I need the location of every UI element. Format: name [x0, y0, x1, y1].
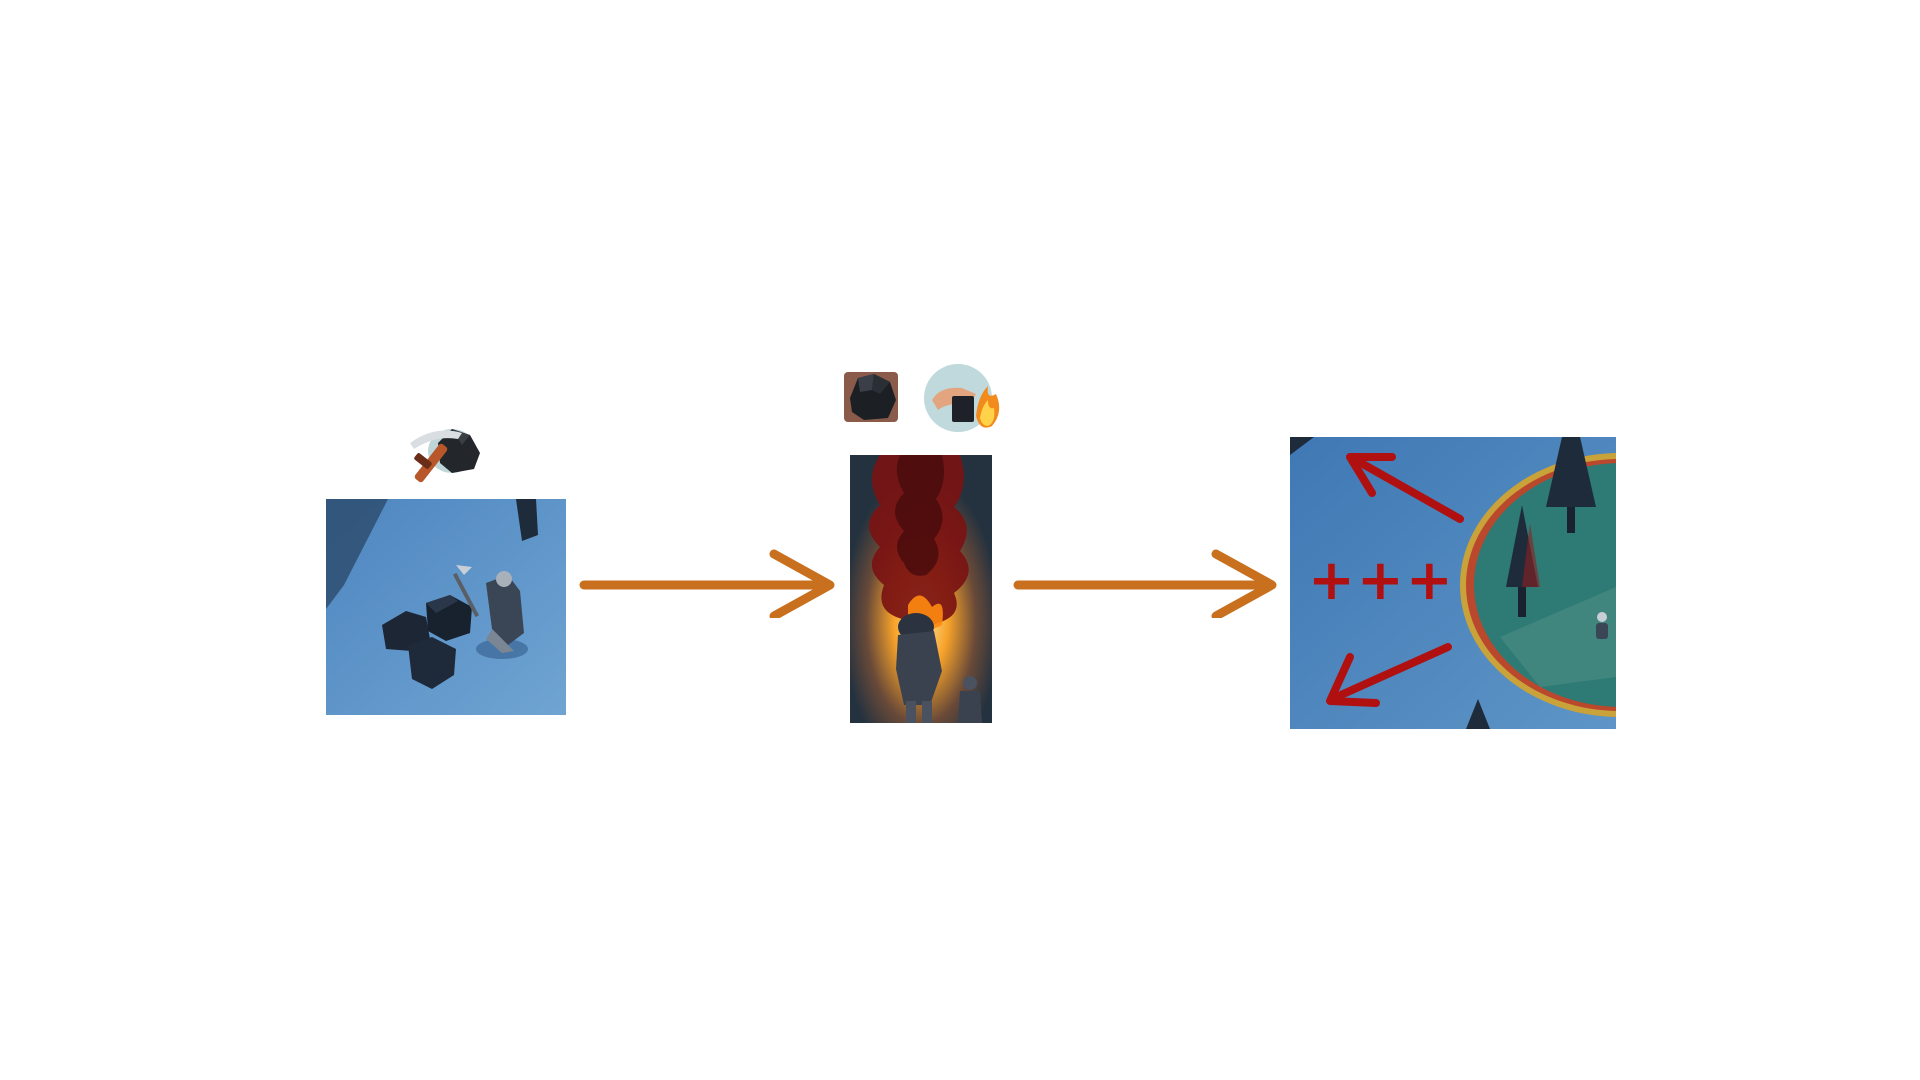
expansion-plus-label: +++ — [1308, 548, 1455, 613]
fire-smoke-scene — [850, 455, 992, 723]
arrow-right-2 — [1012, 546, 1282, 618]
expanding-zone-scene: +++ — [1290, 437, 1616, 729]
coal-chunk-icon — [840, 368, 902, 426]
miner-at-coal-scene — [326, 499, 566, 715]
burning-coal-icon — [918, 360, 1004, 436]
pickaxe-coal-icon — [400, 415, 490, 485]
arrow-right-1 — [578, 546, 840, 618]
